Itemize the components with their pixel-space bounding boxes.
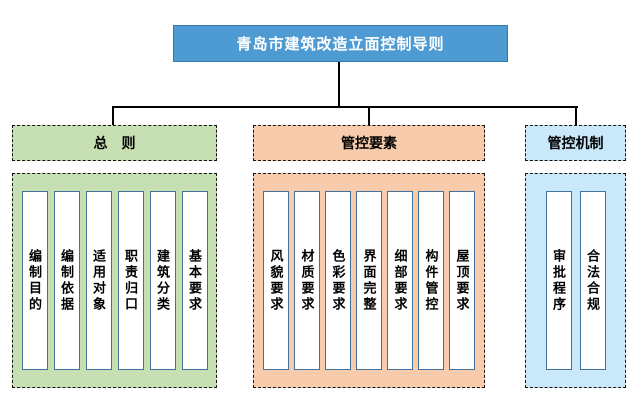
connector-horizontal xyxy=(112,106,578,108)
column-item: 职责归口 xyxy=(117,191,144,370)
column-item: 编制目的 xyxy=(21,191,48,370)
section-header-control-elements: 管控要素 xyxy=(253,125,485,161)
column-item-label: 构件管控 xyxy=(423,248,439,313)
connector-drop-general xyxy=(112,106,114,127)
column-item: 基本要求 xyxy=(181,191,208,370)
connector-title-drop xyxy=(338,62,340,107)
column-item: 色彩要求 xyxy=(325,191,351,370)
section-header-control-mechanism: 管控机制 xyxy=(525,125,626,161)
column-item-label: 材质要求 xyxy=(299,248,315,313)
column-item: 界面完整 xyxy=(356,191,382,370)
column-item-label: 职责归口 xyxy=(123,248,138,313)
column-item: 风貌要求 xyxy=(263,191,289,370)
column-item-label: 编制依据 xyxy=(59,248,74,313)
column-item-label: 色彩要求 xyxy=(330,248,346,313)
column-item: 合法合规 xyxy=(579,191,606,370)
connector-drop-elements xyxy=(368,106,370,127)
section-header-general: 总 则 xyxy=(12,125,217,161)
column-item: 审批程序 xyxy=(545,191,572,370)
section-panel-general: 编制目的 编制依据 适用对象 职责归口 建筑分类 基本要求 xyxy=(12,173,217,388)
column-item: 构件管控 xyxy=(418,191,444,370)
column-item-label: 编制目的 xyxy=(27,248,42,313)
column-item-label: 细部要求 xyxy=(392,248,408,313)
column-item: 适用对象 xyxy=(85,191,112,370)
section-panel-control-elements: 风貌要求 材质要求 色彩要求 界面完整 细部要求 构件管控 屋顶要求 xyxy=(253,173,485,388)
column-item: 细部要求 xyxy=(387,191,413,370)
connector-drop-mechanism xyxy=(575,106,577,127)
column-item-label: 合法合规 xyxy=(585,248,600,313)
column-item: 屋顶要求 xyxy=(449,191,475,370)
column-item-label: 界面完整 xyxy=(361,248,377,313)
column-item-label: 适用对象 xyxy=(91,248,106,313)
column-item: 建筑分类 xyxy=(149,191,176,370)
column-item-label: 屋顶要求 xyxy=(454,248,470,313)
section-panel-control-mechanism: 审批程序 合法合规 xyxy=(525,173,626,388)
column-item: 编制依据 xyxy=(53,191,80,370)
column-item-label: 风貌要求 xyxy=(268,248,284,313)
column-item-label: 建筑分类 xyxy=(155,248,170,313)
diagram-title: 青岛市建筑改造立面控制导则 xyxy=(173,25,508,62)
column-item-label: 审批程序 xyxy=(551,248,566,313)
column-item: 材质要求 xyxy=(294,191,320,370)
column-item-label: 基本要求 xyxy=(187,248,202,313)
